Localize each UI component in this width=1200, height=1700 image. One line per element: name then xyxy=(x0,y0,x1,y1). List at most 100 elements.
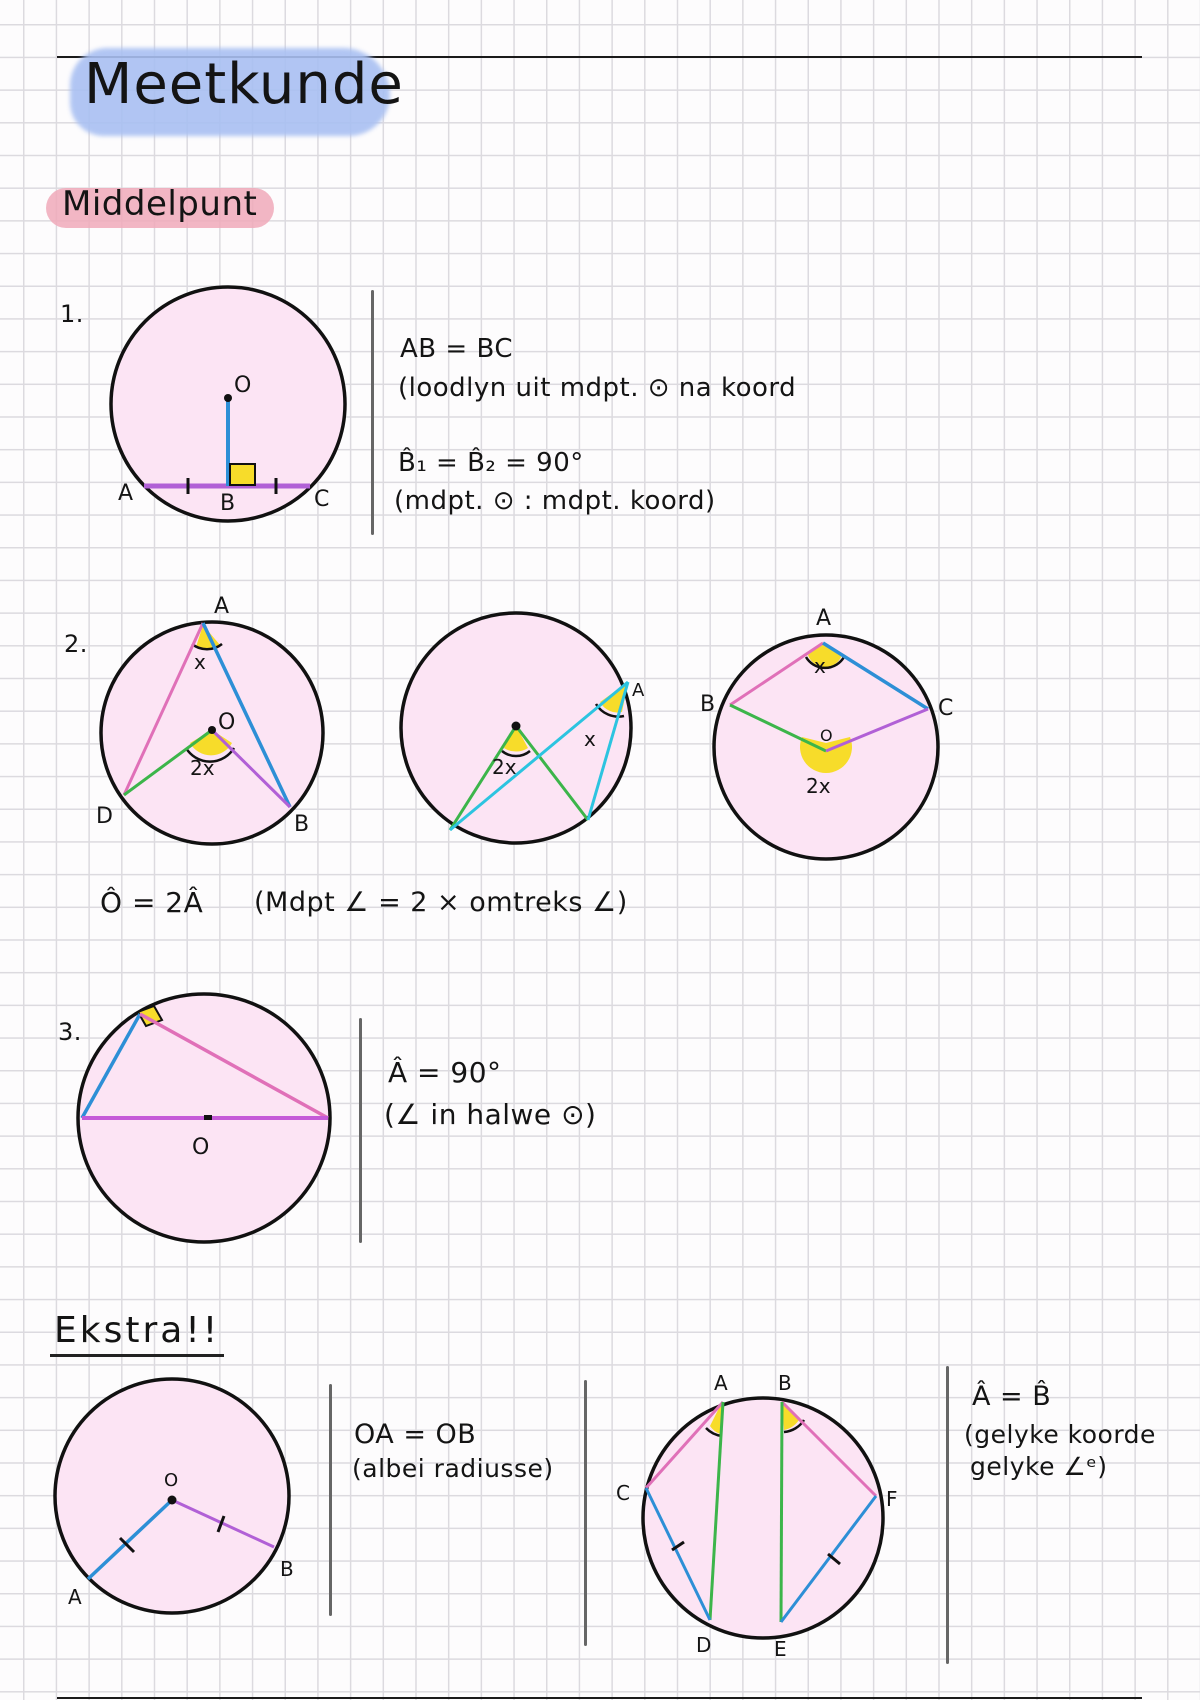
center-point xyxy=(167,1495,177,1505)
section-highlight xyxy=(46,188,274,228)
extra-underline xyxy=(50,1354,224,1357)
angle-label-2x: 2x xyxy=(492,755,517,779)
label-e: E xyxy=(774,1637,787,1661)
page-title: Meetkunde xyxy=(84,52,404,117)
chord-right xyxy=(139,1012,329,1120)
radius-ob xyxy=(171,1498,275,1549)
tick-mark xyxy=(827,1552,841,1566)
chord-ad xyxy=(708,1401,725,1621)
theorem-1-line-2: (loodlyn uit mdpt. ⊙ na koord xyxy=(398,373,797,403)
label-d: D xyxy=(96,804,113,829)
divider xyxy=(584,1380,587,1646)
label-b: B xyxy=(778,1371,792,1395)
extra-note-2-line-3: gelyke ∠ᵉ) xyxy=(970,1452,1108,1481)
radius-ob xyxy=(729,703,827,753)
angle-b-fill xyxy=(782,1402,800,1430)
title-highlight xyxy=(70,48,390,136)
angle-label-x: x xyxy=(584,727,596,751)
label-a: A xyxy=(118,481,133,506)
angle-a-arc xyxy=(804,656,846,670)
center-point xyxy=(224,394,232,402)
chord-be xyxy=(779,1401,784,1623)
extra-heading: Ekstra!! xyxy=(54,1310,221,1351)
center-point xyxy=(208,726,216,734)
label-b: B xyxy=(280,1557,294,1581)
theorem-1-number: 1. xyxy=(60,300,84,328)
radius-left xyxy=(448,725,518,831)
theorem-2-formula: Ô = 2Â xyxy=(100,886,204,919)
chord-ac xyxy=(822,641,929,711)
label-a: A xyxy=(632,680,645,701)
chord-a-left xyxy=(449,680,629,832)
theorem-3-diagram: O xyxy=(76,992,332,1244)
theorem-3-line-1: Â = 90° xyxy=(388,1056,502,1089)
extra-note-2-line-1: Â = B̂ xyxy=(972,1381,1052,1412)
divider xyxy=(946,1366,949,1664)
extra-note-2-line-2: (gelyke koorde xyxy=(964,1420,1156,1449)
chord-fe xyxy=(779,1495,878,1623)
divider xyxy=(359,1018,362,1243)
extra-note-1-line-1: OA = OB xyxy=(354,1419,477,1450)
angle-a-fill xyxy=(710,1402,722,1434)
label-o: O xyxy=(192,1135,209,1160)
chord-ad xyxy=(122,622,205,796)
extra-note-1-line-2: (albei radiusse) xyxy=(352,1454,554,1483)
label-d: D xyxy=(696,1633,711,1657)
tick-mark xyxy=(671,1540,685,1552)
label-o: O xyxy=(820,726,833,745)
label-o: O xyxy=(234,373,251,398)
radius-ob xyxy=(210,728,292,809)
theorem-2-diagram-1: A x O 2x D B xyxy=(96,594,325,846)
center-point xyxy=(204,1115,212,1120)
angle-o-fill xyxy=(504,726,528,752)
angle-label-x: x xyxy=(814,654,826,678)
label-a: A xyxy=(68,1585,82,1609)
radius-oc xyxy=(825,707,929,753)
theorem-2-diagram-3: A x B C O 2x xyxy=(700,606,953,861)
label-c: C xyxy=(938,696,953,721)
theorem-1-line-3: B̂₁ = B̂₂ = 90° xyxy=(398,448,584,478)
label-b: B xyxy=(220,491,235,516)
radius-right xyxy=(514,725,590,821)
chord-left xyxy=(80,1013,142,1119)
angle-label-x: x xyxy=(194,650,206,674)
label-o: O xyxy=(218,710,235,735)
label-b: B xyxy=(294,812,309,837)
center-point xyxy=(511,721,521,731)
top-rule xyxy=(57,56,1142,58)
angle-label-2x: 2x xyxy=(190,756,215,780)
circle xyxy=(641,1396,885,1640)
theorem-3-number: 3. xyxy=(58,1018,82,1046)
chord-cd xyxy=(644,1487,712,1621)
divider xyxy=(371,290,374,535)
extra-diagram-2: A B C F D E xyxy=(616,1371,898,1661)
theorem-2-explanation: (Mdpt ∠ = 2 × omtreks ∠) xyxy=(254,887,628,918)
chord-bf xyxy=(780,1400,878,1498)
divider xyxy=(329,1384,332,1616)
right-angle-marker xyxy=(229,463,256,486)
tick-mark xyxy=(118,1536,136,1554)
label-a: A xyxy=(816,606,831,631)
chord-a-right xyxy=(586,681,630,821)
label-f: F xyxy=(886,1487,898,1511)
theorem-1-line-4: (mdpt. ⊙ : mdpt. koord) xyxy=(394,486,716,516)
label-a: A xyxy=(214,594,229,619)
angle-label-2x: 2x xyxy=(806,774,831,798)
label-b: B xyxy=(700,692,715,717)
bottom-rule xyxy=(57,1697,1142,1699)
section-title: Middelpunt xyxy=(62,184,258,224)
angle-o-arc xyxy=(184,747,236,763)
label-o: O xyxy=(164,1470,178,1491)
theorem-1-diagram: O A B C xyxy=(109,285,347,523)
chord-ab xyxy=(201,622,292,808)
angle-o-fill xyxy=(190,730,232,756)
angle-o-arc xyxy=(501,749,531,758)
extra-diagram-1: O A B xyxy=(53,1377,294,1615)
theorem-2-diagram-2: A 2x x xyxy=(399,611,645,845)
chord-ab xyxy=(729,641,824,707)
theorem-2-number: 2. xyxy=(64,630,88,658)
tick-mark xyxy=(216,1515,226,1533)
radius-od xyxy=(123,728,213,797)
label-a: A xyxy=(714,1371,728,1395)
chord-ac xyxy=(644,1400,725,1490)
